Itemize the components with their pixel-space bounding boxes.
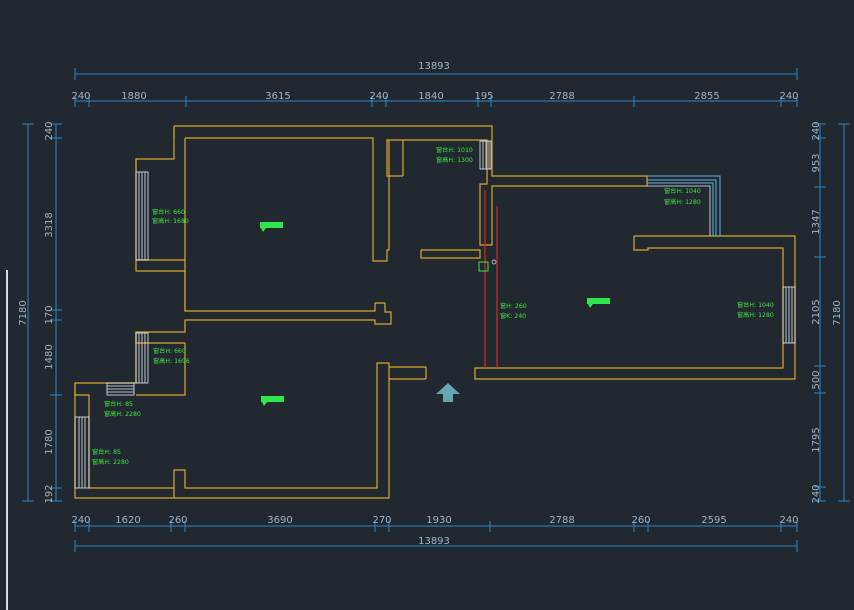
walls: [74, 125, 796, 499]
right-dim-6: 1795: [811, 427, 822, 452]
room-tag-icon: [261, 396, 284, 406]
room-tag-icon: [587, 298, 610, 308]
entry-arrow-icon[interactable]: [436, 383, 460, 402]
bottom-dim-1: 240: [71, 515, 90, 526]
right-dim-7: 240: [811, 484, 822, 503]
right-dim-2: 953: [811, 153, 822, 172]
room-tag-icon: [260, 222, 283, 232]
annotation-sill: 窗台H: 1040: [737, 301, 774, 309]
top-dim-5: 1840: [418, 91, 443, 102]
annotation-sill: 窗H: 260: [500, 302, 527, 310]
right-dim-3: 1347: [811, 209, 822, 234]
pipes: [478, 190, 498, 368]
left-dimensions: 7180 240 3318 170 1480 1780 192: [18, 121, 62, 504]
annotation-height: 窗高H: 2280: [92, 458, 129, 466]
annotation-height: 窗高H: 1280: [664, 198, 701, 206]
left-dim-6: 192: [44, 484, 55, 503]
right-dim-1: 240: [811, 121, 822, 140]
bottom-dim-3: 260: [168, 515, 187, 526]
annotation-sill: 窗台H: 660: [152, 208, 185, 216]
left-dim-4: 1480: [44, 344, 55, 369]
bottom-dim-4: 3690: [267, 515, 292, 526]
top-dim-6: 195: [474, 91, 493, 102]
bottom-dim-8: 260: [631, 515, 650, 526]
right-dim-4: 2105: [811, 299, 822, 324]
top-dim-8: 2855: [694, 91, 719, 102]
bottom-dim-6: 1930: [426, 515, 451, 526]
top-dim-3: 3615: [265, 91, 290, 102]
top-dim-9: 240: [779, 91, 798, 102]
right-total-dimension: 7180: [832, 300, 843, 325]
annotation-sill: 窗台H: 660: [153, 347, 186, 355]
windows: [74, 140, 796, 489]
right-dimensions: 240 953 1347 2105 500 1795 240 7180: [811, 121, 850, 504]
crosshair-cursor: [6, 270, 8, 610]
annotation-height: 窗高H: 2280: [104, 410, 141, 418]
annotation-sill: 窗台H: 85: [104, 400, 133, 408]
room-tags: [260, 222, 610, 406]
annotation-height: 窗高H: 1696: [153, 357, 190, 365]
bottom-dim-2: 1620: [115, 515, 140, 526]
top-dim-1: 240: [71, 91, 90, 102]
annotation-sill: 窗台H: 1040: [664, 187, 701, 195]
bottom-dim-10: 240: [779, 515, 798, 526]
left-dim-5: 1780: [44, 429, 55, 454]
bottom-dim-9: 2595: [701, 515, 726, 526]
right-dim-5: 500: [811, 370, 822, 389]
left-dim-2: 3318: [44, 212, 55, 237]
top-dim-2: 1880: [121, 91, 146, 102]
top-dim-7: 2788: [549, 91, 574, 102]
pipe-marker-icon: [478, 261, 489, 272]
left-total-dimension: 7180: [18, 300, 29, 325]
left-dim-3: 170: [44, 305, 55, 324]
annotation-height: 窗高H: 1680: [152, 217, 189, 225]
top-dimensions: 13893 240 1880 3615 240 1840 195 2788 28…: [71, 61, 799, 107]
bottom-total-dimension: 13893: [418, 536, 450, 547]
annotation-height: 窗高H: 1280: [737, 311, 774, 319]
annotation-sill: 窗台H: 85: [92, 448, 121, 456]
annotation-height: 窗高H: 1300: [436, 156, 473, 164]
top-dim-4: 240: [369, 91, 388, 102]
bottom-dim-5: 270: [372, 515, 391, 526]
bottom-dim-7: 2788: [549, 515, 574, 526]
annotation-sill: 窗台H: 1010: [436, 146, 473, 154]
window-annotations: 窗台H: 1010 窗高H: 1300 窗台H: 660 窗高H: 1680 窗…: [92, 146, 774, 466]
top-total-dimension: 13893: [418, 61, 450, 72]
pipe-valve-icon: [491, 259, 497, 265]
left-dim-1: 240: [44, 121, 55, 140]
bottom-dimensions: 240 1620 260 3690 270 1930 2788 260 2595…: [71, 515, 799, 552]
annotation-height: 窗K: 240: [500, 312, 526, 320]
